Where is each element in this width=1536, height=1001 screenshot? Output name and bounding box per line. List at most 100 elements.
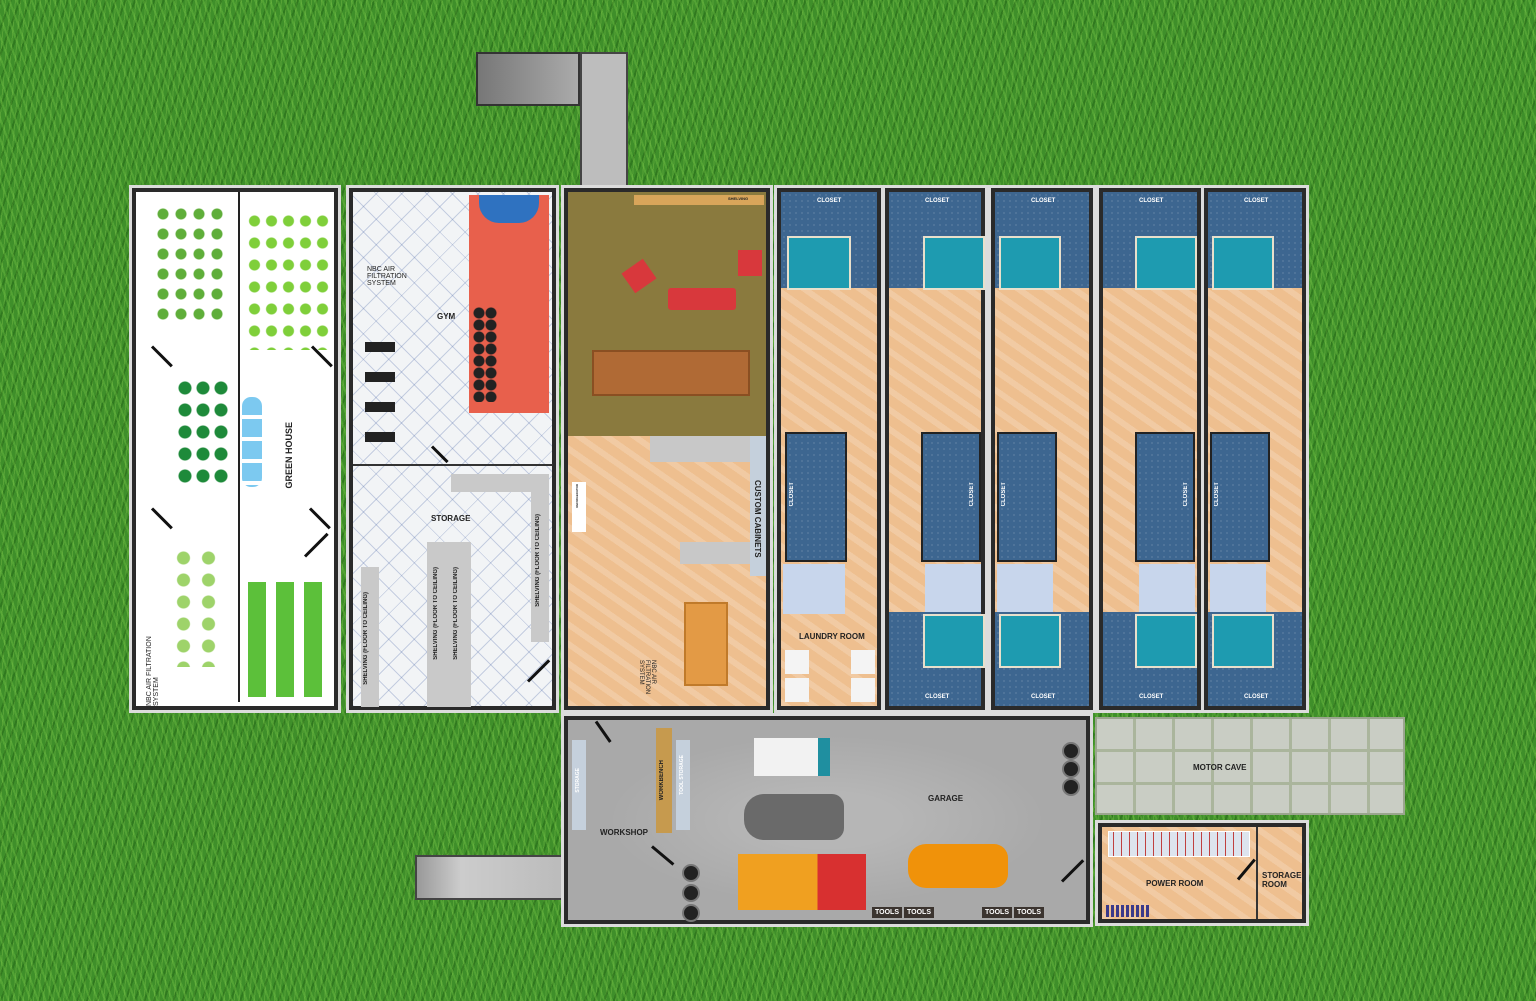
closet-label: CLOSET [1031,694,1056,700]
closet-label: CLOSET [1244,198,1269,204]
custom-cabinets-label: CUSTOM CABINETS [753,480,762,558]
tools-label: TOOLS [982,907,1012,918]
bathroom [997,564,1053,614]
shelving-label-2: SHELVING (FLOOR TO CEILING) [433,567,439,660]
shelving-label-1: SHELVING (FLOOR TO CEILING) [363,592,369,685]
plants-top-left [154,204,229,324]
bed [1135,614,1197,668]
closet-label: CLOSET [925,198,950,204]
refrigerator [572,482,586,532]
water-tanks [242,397,262,487]
plant-beds [248,582,328,697]
closet-room [997,432,1057,562]
power-room-container: POWER ROOM STORAGE ROOM [1095,820,1309,926]
closet-label-side: CLOSET [1001,482,1007,507]
closet-label-side: CLOSET [1183,482,1189,507]
kitchen-counter [650,436,766,462]
bathroom [1139,564,1195,614]
tire [1062,778,1080,796]
bathroom [1210,564,1266,614]
bed [999,614,1061,668]
motor-cave: MOTOR CAVE [1095,717,1405,815]
tire [1062,760,1080,778]
nbc-air-label-gym: NBC AIR FILTRATION SYSTEM [367,266,407,287]
shelving-label-3: SHELVING (FLOOR TO CEILING) [453,567,459,660]
closet-room [785,432,847,562]
tools-label: TOOLS [1014,907,1044,918]
bedroom-container-1: CLOSET CLOSET LAUNDRY ROOM [774,185,884,713]
gym-storage-container: NBC AIR FILTRATION SYSTEM GYM STORAGE SH… [346,185,559,713]
bed [923,614,985,668]
storage-shelf [572,740,586,830]
gym-divider [353,464,553,466]
closet-room [921,432,981,562]
tire [682,864,700,882]
red-truck [738,854,866,910]
closet-label-side: CLOSET [969,482,975,507]
closet-room [1135,432,1195,562]
storage-shelf-left [361,567,379,707]
battery-bank [1108,831,1250,857]
inverters [1106,905,1150,917]
coffee-table [684,602,728,686]
washers [785,650,809,706]
workshop-label: WORKSHOP [600,828,648,837]
tool-storage-label: TOOL STORAGE [679,755,685,795]
storage-label-garage: STORAGE [575,768,581,793]
top-entrance-path [580,52,628,188]
weight-plates [473,307,497,402]
bedroom-container-5: CLOSET CLOSET CLOSET [1201,185,1309,713]
plants-middle [176,377,231,487]
storage-room-divider [1256,827,1258,919]
tools-label: TOOLS [904,907,934,918]
storage-shelf-center [427,542,471,707]
power-room-label: POWER ROOM [1146,879,1204,888]
bedroom-container-3: CLOSET CLOSET CLOSET [988,185,1096,713]
bathroom [783,564,845,614]
shelving-unit [634,195,764,205]
workbench [656,728,672,833]
green-house-label: GREEN HOUSE [284,422,294,489]
closet-label: CLOSET [1244,694,1269,700]
bathroom [925,564,981,614]
shelving-label-4: SHELVING (FLOOR TO CEILING) [535,514,541,607]
greenhouse-divider [238,192,240,702]
white-van [754,738,830,776]
sofa [668,288,736,310]
pool-area [479,195,539,223]
kitchen-floor [568,436,766,706]
top-entrance-stairs [476,52,580,106]
orange-car [908,844,1008,888]
bed [923,236,985,290]
living-kitchen-container: SHELVING REFRIGERATOR CUSTOM CABINETS NB… [561,185,773,713]
plants-top-right [246,210,331,350]
tool-storage [676,740,690,830]
dining-table [592,350,750,396]
storage-shelf-right [531,482,549,642]
closet-label-side: CLOSET [1214,482,1220,507]
dryers [851,650,875,706]
closet-label-side: CLOSET [789,482,795,507]
tire [682,884,700,902]
plants-bottom-left [171,547,226,667]
tools-label: TOOLS [872,907,902,918]
laundry-room-label: LAUNDRY ROOM [799,632,865,641]
tire [1062,742,1080,760]
kitchen-island [680,542,750,564]
side-entrance-path [415,855,565,900]
refrigerator-label: REFRIGERATOR [575,484,579,508]
storage-shelf-top [451,474,549,492]
shelving-label: SHELVING [728,196,749,201]
bedroom-container-4: CLOSET CLOSET CLOSET [1096,185,1204,713]
bed [1212,614,1274,668]
bed [1135,236,1197,290]
armchair-right [738,250,762,276]
storage-label: STORAGE [431,514,471,523]
storage-room-label: STORAGE ROOM [1262,871,1302,889]
tire [682,904,700,922]
custom-cabinets [750,436,766,576]
nbc-air-label-kitchen: NBC AIR FILTRATION SYSTEM [638,660,656,695]
closet-label: CLOSET [1139,694,1164,700]
garage-container: STORAGE WORKBENCH TOOL STORAGE WORKSHOP … [561,713,1093,927]
bed [999,236,1061,290]
